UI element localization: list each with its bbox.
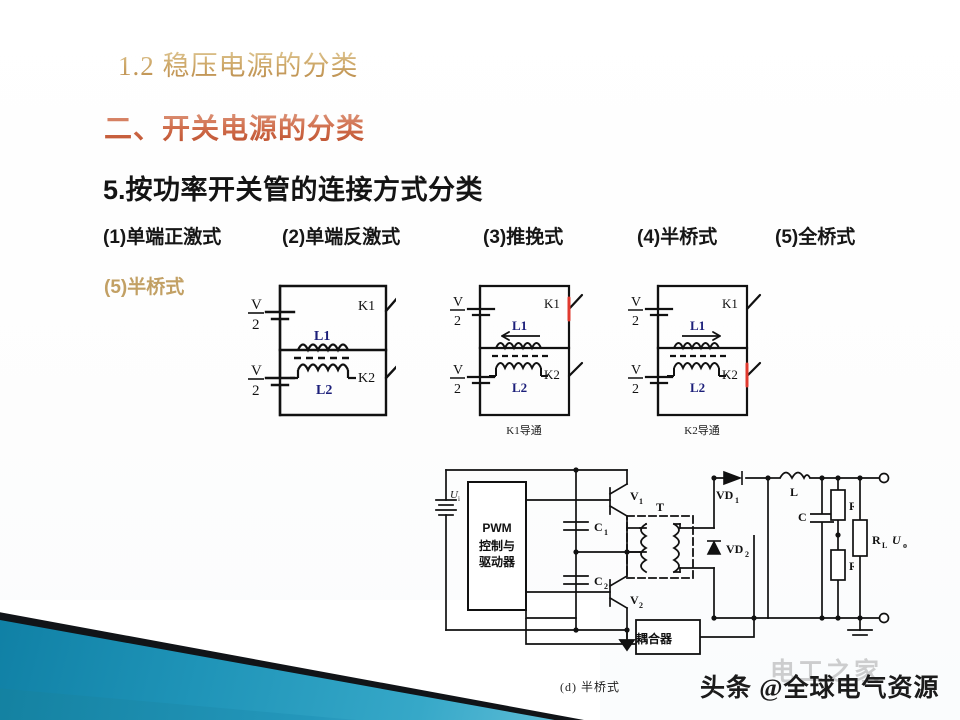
circuit-diagram-k1-on: V 2 V 2 K1 K2 L1 L2 bbox=[444, 278, 604, 428]
option-item-1: (1)单端正激式 bbox=[103, 222, 221, 249]
option-label-3: 推挽式 bbox=[506, 227, 564, 248]
diagram-caption-k1: K1导通 bbox=[506, 425, 542, 437]
d2-voltage-numerator-2: V bbox=[453, 363, 463, 378]
section-title: 按功率开关管的连接方式分类 bbox=[125, 175, 484, 205]
option-item-3: (3)推挽式 bbox=[483, 222, 563, 249]
main-r1-label: R bbox=[849, 499, 854, 513]
main-v1-sub: 1 bbox=[639, 497, 643, 506]
circuit-diagram-k2-on: V 2 V 2 K1 K2 L1 L2 bbox=[622, 278, 782, 428]
d3-voltage-numerator-2: V bbox=[631, 363, 641, 378]
main-uo-label: U bbox=[892, 533, 902, 547]
main-pwm-line2: 控制与 bbox=[479, 538, 515, 553]
main-v2-label: V bbox=[630, 593, 639, 607]
page-title: 1.2 稳压电源的分类 bbox=[118, 44, 359, 83]
option-item-4: (4)半桥式 bbox=[637, 222, 717, 249]
main-v2-sub: 2 bbox=[639, 601, 643, 610]
d2-winding-l2-label: L2 bbox=[512, 380, 527, 395]
main-vd1-sub: 1 bbox=[735, 496, 739, 505]
circuit-diagram-halfbridge-basic: V 2 V 2 K1 K2 L1 L2 bbox=[236, 278, 396, 423]
d1-voltage-denominator: 2 bbox=[252, 317, 260, 333]
option-number-2: (2) bbox=[282, 227, 306, 248]
main-rl-label: R bbox=[872, 533, 881, 547]
d1-winding-l1-label: L1 bbox=[314, 329, 330, 344]
main-v1-label: V bbox=[630, 489, 639, 503]
d2-voltage-numerator: V bbox=[453, 295, 463, 310]
d3-voltage-denominator: 2 bbox=[632, 314, 639, 329]
circuit-diagram-halfbridge-full: U i PWM 控制与 驱动器 C 1 C 2 V 1 V 2 T VD bbox=[424, 458, 854, 673]
highlight-tag-label: 半桥式 bbox=[127, 277, 185, 298]
d2-switch-k1-label: K1 bbox=[544, 296, 560, 311]
d2-voltage-denominator: 2 bbox=[454, 314, 461, 329]
main-vd2-sub: 2 bbox=[745, 550, 749, 559]
d1-winding-l2-label: L2 bbox=[316, 383, 332, 398]
d3-switch-k1-label: K1 bbox=[722, 296, 738, 311]
d1-voltage-numerator-2: V bbox=[251, 363, 262, 379]
d3-voltage-numerator: V bbox=[631, 295, 641, 310]
option-label-5: 全桥式 bbox=[798, 227, 856, 248]
option-item-5: (5)全桥式 bbox=[775, 222, 855, 249]
option-item-2: (2)单端反激式 bbox=[282, 222, 400, 249]
d3-switch-k2-label: K2 bbox=[722, 367, 738, 382]
main-coupler-label: 耦合器 bbox=[636, 631, 673, 646]
d3-winding-l2-label: L2 bbox=[690, 380, 705, 395]
d1-voltage-denominator-2: 2 bbox=[252, 383, 260, 399]
d1-switch-k2-label: K2 bbox=[358, 371, 375, 386]
section-heading: 5.按功率开关管的连接方式分类 bbox=[103, 168, 483, 207]
main-input-voltage-sub: i bbox=[458, 495, 460, 503]
section-number: 5. bbox=[103, 175, 126, 205]
option-label-4: 半桥式 bbox=[660, 227, 718, 248]
diagram-caption-k2: K2导通 bbox=[684, 425, 720, 437]
main-uo-sub: o bbox=[903, 541, 907, 550]
option-number-3: (3) bbox=[483, 227, 507, 248]
main-transformer-label: T bbox=[656, 500, 664, 514]
watermark-ghost: 电工之家 bbox=[770, 659, 883, 686]
main-input-voltage-label: U bbox=[450, 489, 459, 501]
page-subtitle: 二、开关电源的分类 bbox=[104, 107, 365, 147]
d2-voltage-denominator-2: 2 bbox=[454, 382, 461, 397]
option-label-2: 单端反激式 bbox=[305, 227, 401, 248]
d1-voltage-numerator: V bbox=[251, 297, 262, 313]
circuit-output-branch: R L U o bbox=[840, 458, 960, 673]
highlight-tag-number: (5) bbox=[104, 277, 128, 298]
option-label-1: 单端正激式 bbox=[126, 227, 222, 248]
d3-winding-l1-label: L1 bbox=[690, 318, 705, 333]
main-c2-sub: 2 bbox=[604, 582, 608, 591]
d2-switch-k2-label: K2 bbox=[544, 367, 560, 382]
option-number-1: (1) bbox=[103, 227, 127, 248]
main-pwm-line1: PWM bbox=[482, 521, 511, 535]
watermark: 头条 @全球电气资源 bbox=[700, 675, 940, 702]
main-diagram-caption: (d) 半桥式 bbox=[560, 680, 620, 694]
main-vd2-label: VD bbox=[726, 542, 744, 556]
option-number-4: (4) bbox=[637, 227, 661, 248]
main-rl-sub: L bbox=[882, 541, 887, 550]
d3-voltage-denominator-2: 2 bbox=[632, 382, 639, 397]
main-c1-sub: 1 bbox=[604, 528, 608, 537]
highlight-tag: (5)半桥式 bbox=[104, 272, 184, 299]
main-capacitor-label: C bbox=[798, 510, 807, 524]
main-vd1-label: VD bbox=[716, 488, 734, 502]
main-pwm-line3: 驱动器 bbox=[479, 555, 516, 569]
d2-winding-l1-label: L1 bbox=[512, 318, 527, 333]
option-number-5: (5) bbox=[775, 227, 799, 248]
option-list: (1)单端正激式 (2)单端反激式 (3)推挽式 (4)半桥式 (5)全桥式 bbox=[103, 222, 893, 248]
main-c2-label: C bbox=[594, 574, 603, 588]
main-inductor-label: L bbox=[790, 485, 798, 499]
main-c1-label: C bbox=[594, 520, 603, 534]
corner-decoration bbox=[0, 600, 600, 720]
d1-switch-k1-label: K1 bbox=[358, 299, 375, 314]
main-r2-label: R bbox=[849, 559, 854, 573]
